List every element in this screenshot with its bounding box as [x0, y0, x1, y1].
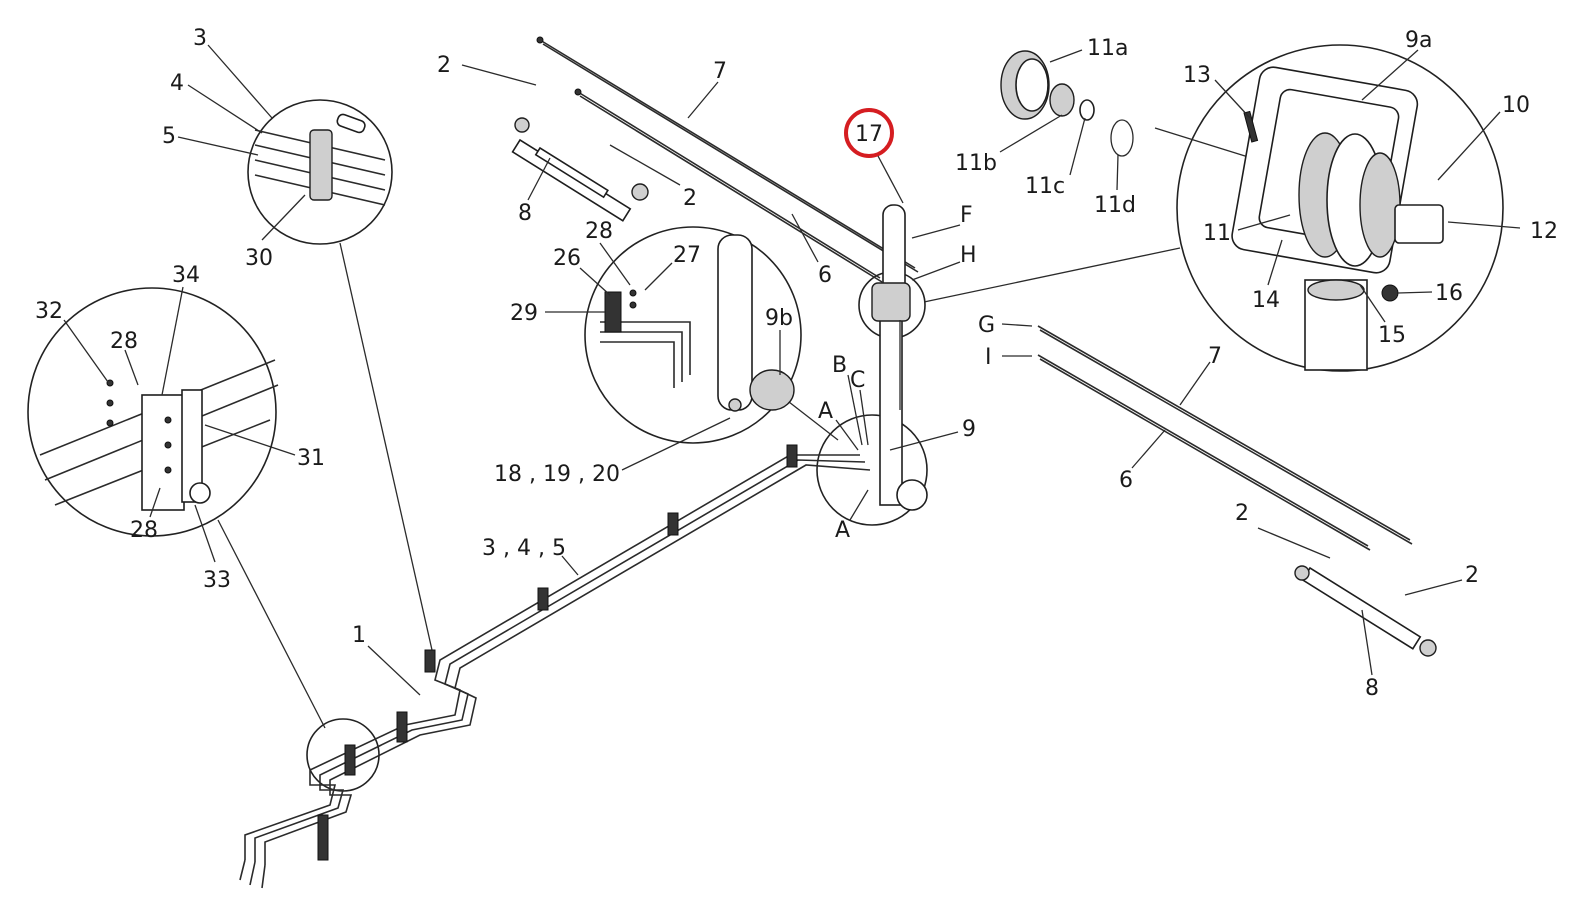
callout-32: 32 [35, 299, 63, 324]
callout-11: 11 [1203, 221, 1231, 246]
detail-leader-lines [217, 127, 1291, 729]
callout-13: 13 [1183, 63, 1211, 88]
callout-H: H [960, 243, 977, 268]
callout-labels: 3 4 5 30 2 7 2 8 6 17 F H 28 26 27 29 9b… [35, 26, 1558, 701]
callout-9a: 9a [1405, 28, 1432, 53]
callout-18-19-20: 18 , 19 , 20 [494, 462, 620, 487]
callout-29: 29 [510, 301, 538, 326]
callout-31: 31 [297, 446, 325, 471]
cylinder-8-upper [511, 117, 649, 222]
callout-11d: 11d [1094, 193, 1136, 218]
callout-2-upper-mid: 2 [683, 186, 697, 211]
callout-3-4-5: 3 , 4 , 5 [482, 536, 566, 561]
callout-14: 14 [1252, 288, 1280, 313]
detail-9a-content [1231, 66, 1444, 371]
callout-17: 17 [855, 122, 883, 147]
callout-leaders [63, 44, 1521, 696]
callout-26: 26 [553, 246, 581, 271]
callout-A-upper: A [818, 399, 833, 424]
callout-3: 3 [193, 26, 207, 51]
callout-I: I [985, 345, 992, 370]
callout-33: 33 [203, 568, 231, 593]
callout-30: 30 [245, 246, 273, 271]
callout-8-lower: 8 [1365, 676, 1379, 701]
callout-5: 5 [162, 124, 176, 149]
callout-2-lower-right: 2 [1465, 563, 1479, 588]
cylinder-8-lower [1294, 565, 1437, 657]
mast-9 [871, 204, 928, 511]
detail-top-left-content [254, 113, 386, 206]
tube-clamp [786, 444, 798, 468]
tube-clamp [396, 711, 408, 743]
callout-6-upper: 6 [818, 263, 832, 288]
callout-28-left-bottom: 28 [130, 518, 158, 543]
callout-11b: 11b [955, 151, 997, 176]
upper-rods [536, 36, 919, 283]
callout-12: 12 [1530, 219, 1558, 244]
callout-G: G [978, 313, 995, 338]
callout-11a: 11a [1087, 36, 1128, 61]
callout-F: F [960, 203, 973, 228]
tube-clamp [317, 814, 329, 861]
detail-left-content [39, 359, 279, 511]
detail-center-content [600, 234, 795, 412]
tube-clamp [667, 512, 679, 536]
callout-11c: 11c [1025, 174, 1065, 199]
callout-7-upper: 7 [713, 59, 727, 84]
tube-clamp [537, 587, 549, 611]
callout-C: C [850, 368, 865, 393]
callout-10: 10 [1502, 93, 1530, 118]
callout-6-lower: 6 [1119, 468, 1133, 493]
lower-rods [1037, 325, 1413, 551]
callout-9b: 9b [765, 306, 793, 331]
callout-8-upper: 8 [518, 201, 532, 226]
callout-1: 1 [352, 623, 366, 648]
callout-27: 27 [673, 243, 701, 268]
callout-28-left-top: 28 [110, 329, 138, 354]
callout-28-center: 28 [585, 219, 613, 244]
callout-15: 15 [1378, 323, 1406, 348]
callout-17-highlight [844, 108, 894, 158]
callout-34: 34 [172, 263, 200, 288]
hydraulic-tube-assembly [239, 444, 871, 889]
callout-2-upper-left: 2 [437, 53, 451, 78]
callout-16: 16 [1435, 281, 1463, 306]
tube-clamp [344, 744, 356, 776]
callout-2-lower-left: 2 [1235, 501, 1249, 526]
tube-clamp [424, 649, 436, 673]
callout-A-lower: A [835, 518, 850, 543]
callout-9: 9 [962, 417, 976, 442]
callout-4: 4 [170, 71, 184, 96]
callout-B: B [832, 353, 847, 378]
callout-7-lower: 7 [1208, 344, 1222, 369]
pulley-parts [1000, 50, 1134, 157]
